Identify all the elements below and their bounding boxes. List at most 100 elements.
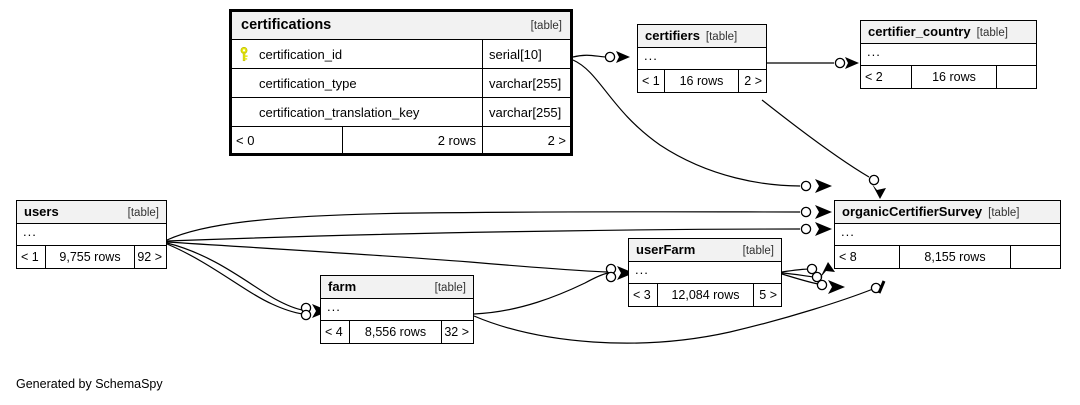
column-name-cell: certification_translation_key [232,105,482,120]
table-column-row[interactable]: certification_translation_key varchar[25… [232,98,570,127]
table-footer-organic-certifier-survey: < 8 8,155 rows [835,246,1060,268]
table-type-tag: [table] [976,27,1008,39]
footer-parent-count[interactable]: < 1 [642,74,660,88]
footer-child-count[interactable] [1010,246,1060,268]
table-footer-certifications: < 0 2 rows 2 > [232,127,570,153]
table-title: certifications [241,17,332,33]
table-columns-collapsed[interactable]: ... [17,224,166,246]
footer-child-count[interactable]: 2 > [738,70,766,92]
footer-child-count[interactable]: 92 > [134,246,166,268]
edge-endpoint-circle [604,51,616,63]
table-title: certifiers [645,28,700,43]
footer-row-count: 16 rows [664,70,738,92]
table-node-farm[interactable]: farm [table] ... < 4 8,556 rows 32 > [320,275,474,344]
footer-child-count[interactable] [996,66,1036,88]
edge-arrowhead [616,51,630,63]
column-name-text: certification_type [259,75,357,91]
table-footer-farm: < 4 8,556 rows 32 > [321,321,473,343]
edge-arrowhead [872,184,886,199]
column-type-cell: serial[10] [482,40,570,68]
table-header-farm: farm [table] [321,276,473,299]
footer-parent-count[interactable]: < 8 [839,250,857,264]
table-node-organic-certifier-survey[interactable]: organicCertifierSurvey [table] ... < 8 8… [834,200,1061,269]
table-node-user-farm[interactable]: userFarm [table] ... < 3 12,084 rows 5 > [628,238,782,307]
edge-certifications-certifiers [572,54,608,58]
table-title: userFarm [636,242,696,257]
edge-arrowhead [828,280,845,294]
footer-child-count[interactable]: 32 > [441,321,473,343]
edge-endpoint-circle [800,206,812,218]
footer-row-count: 9,755 rows [45,246,134,268]
column-name-cell: certification_id [232,46,482,62]
edge-endpoint-circle [300,309,312,321]
edge-farm-userfarm [473,272,609,315]
edge-endpoint-circle [300,302,312,314]
table-type-tag: [table] [705,31,738,43]
table-footer-user-farm: < 3 12,084 rows 5 > [629,284,781,306]
edge-arrowhead [820,262,835,278]
table-type-tag: [table] [434,282,466,294]
footer-child-count[interactable]: 5 > [753,284,781,306]
table-node-certifications[interactable]: certifications [table] certification_id … [229,9,573,156]
primary-key-icon [240,46,248,61]
edge-users-farm-a [166,242,304,311]
edge-arrowhead [815,222,832,236]
edge-userfarm-organiccertifiersurvey-a [781,268,812,273]
edge-endpoint-circle [800,223,812,235]
edge-endpoint-circle [605,271,617,283]
footer-parent-count[interactable]: < 3 [633,288,651,302]
edge-userfarm-organiccertifiersurvey-c [781,273,819,285]
column-type-cell: varchar[255] [482,69,570,97]
table-header-certifications: certifications [table] [232,12,570,40]
table-type-tag: [table] [988,207,1020,219]
edge-endpoint-circle [868,174,880,186]
edge-users-organiccertifiersurvey-a [166,211,801,241]
edge-users-userfarm [166,241,608,273]
edge-certifiers-organiccertifiersurvey2 [761,99,870,178]
edge-endpoint-circle [800,180,812,192]
table-header-certifier-country: certifier_country [table] [861,21,1036,44]
table-node-certifiers[interactable]: certifiers [table] ... < 1 16 rows 2 > [637,24,767,93]
table-footer-users: < 1 9,755 rows 92 > [17,246,166,268]
table-type-tag: [table] [742,245,774,257]
table-columns-collapsed[interactable]: ... [638,48,766,70]
edge-endpoint-circle [811,271,823,283]
table-node-certifier-country[interactable]: certifier_country [table] ... < 2 16 row… [860,20,1037,89]
edge-arrowhead [845,57,859,69]
table-type-tag: [table] [530,20,562,32]
edge-arrowhead [815,205,832,219]
table-title: organicCertifierSurvey [842,204,983,219]
table-column-row[interactable]: certification_type varchar[255] [232,69,570,98]
table-footer-certifier-country: < 2 16 rows [861,66,1036,88]
table-title: certifier_country [868,24,971,39]
footer-parent-count[interactable]: < 4 [325,325,343,339]
table-columns-collapsed[interactable]: ... [321,299,473,321]
table-columns-collapsed[interactable]: ... [861,44,1036,66]
table-column-row[interactable]: certification_id serial[10] [232,40,570,69]
edge-userfarm-organiccertifiersurvey-b [781,272,815,278]
generated-by-note: Generated by SchemaSpy [16,377,163,391]
table-header-organic-certifier-survey: organicCertifierSurvey [table] [835,201,1060,224]
footer-parent-count[interactable]: < 1 [21,250,39,264]
table-columns-collapsed[interactable]: ... [835,224,1060,246]
footer-child-count[interactable]: 2 > [482,127,570,153]
table-footer-certifiers: < 1 16 rows 2 > [638,70,766,92]
column-type-cell: varchar[255] [482,98,570,126]
footer-parent-count[interactable]: < 0 [236,132,255,148]
footer-row-count: 16 rows [911,66,996,88]
footer-row-count: 2 rows [342,127,482,153]
table-header-certifiers: certifiers [table] [638,25,766,48]
table-title: farm [328,279,357,294]
edge-optional-tick [877,280,886,294]
edge-users-farm-b [166,243,304,315]
footer-parent-count[interactable]: < 2 [865,70,883,84]
footer-row-count: 8,155 rows [899,246,1010,268]
table-title: users [24,204,59,219]
edge-endpoint-circle-optional [870,282,882,294]
column-name-cell: certification_type [232,76,482,91]
table-columns-collapsed[interactable]: ... [629,262,781,284]
table-node-users[interactable]: users [table] ... < 1 9,755 rows 92 > [16,200,167,269]
column-name-text: certification_id [259,46,343,62]
column-name-text: certification_translation_key [259,104,420,120]
